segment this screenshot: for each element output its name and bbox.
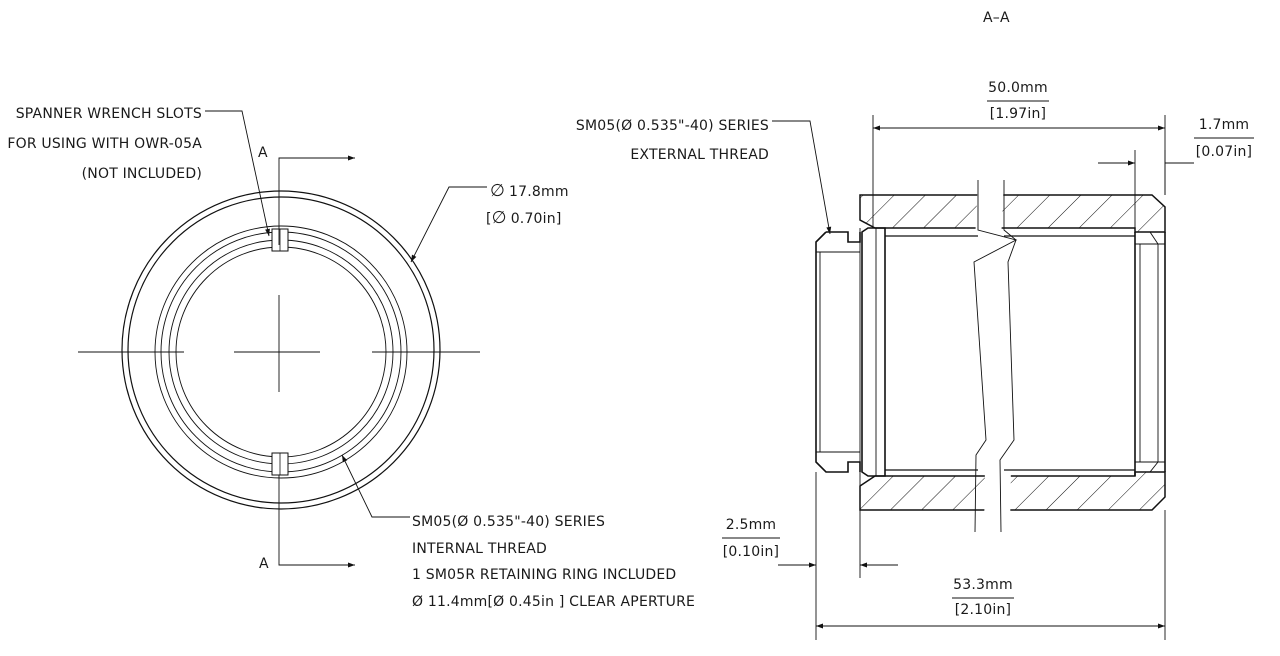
section-letter-top: A: [258, 145, 268, 161]
thread-top: [826, 231, 861, 243]
dim-end-recess: 1.7mm [0.07in]: [1098, 117, 1254, 228]
top-wall-hatched: [859, 194, 1166, 233]
internal-thread-leader: [341, 454, 410, 518]
internal-thread-line1: SM05(Ø 0.535"-40) SERIES: [412, 514, 605, 530]
internal-thread-note: SM05(Ø 0.535"-40) SERIES INTERNAL THREAD…: [341, 454, 695, 610]
dim-thread-mm: 2.5mm: [726, 517, 777, 533]
spanner-slot-bottom: [271, 452, 289, 476]
internal-thread-line3: 1 SM05R RETAINING RING INCLUDED: [412, 567, 676, 583]
dim-overall-length: 53.3mm [2.10in]: [816, 510, 1166, 640]
outer-circle-2: [127, 196, 435, 504]
section-marker-bottom: A: [259, 475, 355, 572]
spanner-leader: [205, 110, 270, 237]
section-letter-bottom: A: [259, 556, 269, 572]
section-title: A–A: [983, 10, 1010, 26]
internal-thread-end: [1134, 231, 1166, 476]
spanner-note-line2: FOR USING WITH OWR-05A: [7, 136, 202, 152]
spanner-slot-top: [271, 228, 289, 252]
retaining-shoulder: [861, 227, 886, 477]
break-line-right: [999, 180, 1017, 533]
od-in: [∅0.70in]: [486, 208, 562, 228]
internal-thread-line2: INTERNAL THREAD: [412, 541, 547, 557]
break-line-left: [973, 180, 1018, 533]
dim-overall-in: [2.10in]: [955, 602, 1011, 618]
dim-recess-in: [0.07in]: [1196, 144, 1252, 160]
dim-body-in: [1.97in]: [990, 106, 1046, 122]
internal-thread-line4: Ø 11.4mm[Ø 0.45in ] CLEAR APERTURE: [412, 594, 695, 610]
outer-circle-1: [121, 190, 441, 510]
od-leader: [410, 186, 487, 263]
diameter-symbol-icon: ∅: [492, 208, 507, 228]
section-marker-top: A: [258, 145, 355, 245]
spanner-note: SPANNER WRENCH SLOTS FOR USING WITH OWR-…: [7, 106, 270, 237]
break-gap: [974, 180, 1014, 532]
dim-recess-mm: 1.7mm: [1199, 117, 1250, 133]
dim-thread-length: 2.5mm [0.10in]: [722, 472, 898, 640]
thread-profile: [815, 231, 861, 473]
spanner-note-line1: SPANNER WRENCH SLOTS: [16, 106, 202, 122]
diameter-symbol-icon: ∅: [490, 181, 505, 201]
od-mm: ∅17.8mm: [490, 181, 569, 201]
end-view: A A SPANNER WRENCH SLOTS FOR USING WITH …: [7, 106, 695, 610]
dim-body-mm: 50.0mm: [988, 80, 1048, 96]
external-thread-line2: EXTERNAL THREAD: [630, 147, 769, 163]
section-view: A–A: [576, 10, 1254, 640]
external-thread-note: SM05(Ø 0.535"-40) SERIES EXTERNAL THREAD: [576, 118, 832, 235]
dim-overall-mm: 53.3mm: [953, 577, 1013, 593]
external-thread-line1: SM05(Ø 0.535"-40) SERIES: [576, 118, 769, 134]
thread-circle-1: [154, 225, 408, 479]
bottom-wall-hatched: [859, 471, 1166, 511]
outer-diameter-callout: ∅17.8mm [∅0.70in]: [410, 181, 569, 263]
external-thread-leader: [772, 120, 832, 235]
spanner-note-line3: (NOT INCLUDED): [82, 166, 202, 182]
external-thread-end: [815, 227, 886, 486]
dim-thread-in: [0.10in]: [723, 544, 779, 560]
recess-profile: [1135, 231, 1159, 473]
